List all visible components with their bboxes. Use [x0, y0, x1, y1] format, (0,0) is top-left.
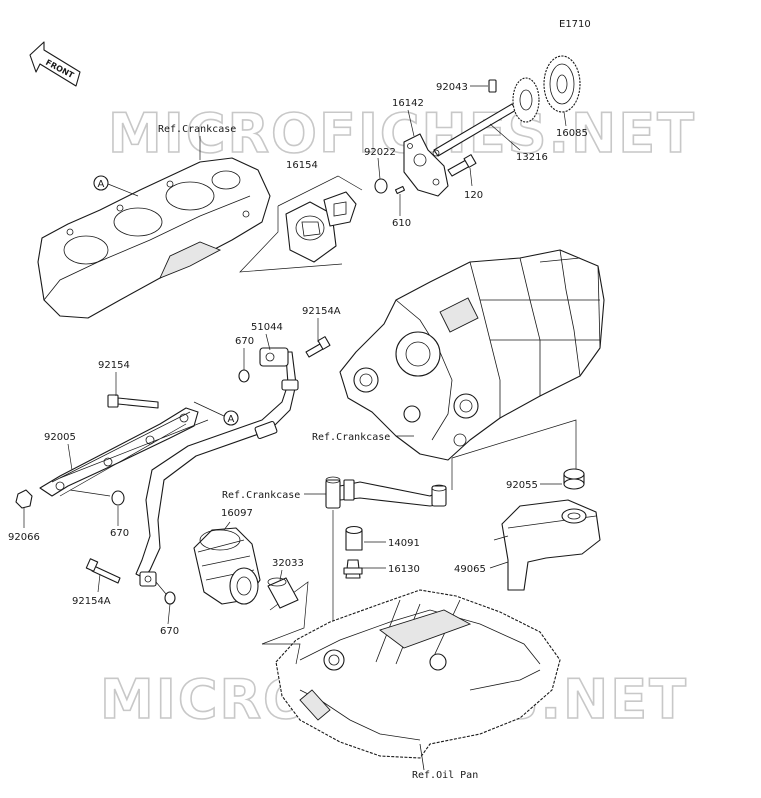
part-number-120: 120 — [464, 190, 483, 201]
leader-line — [167, 603, 171, 625]
part-number-92055: 92055 — [506, 480, 538, 491]
leader-line — [155, 581, 167, 595]
part-number-92154: 92154 — [98, 360, 130, 371]
leader-line — [69, 489, 111, 497]
cap-92055-illustration — [563, 468, 585, 490]
part-number-14091: 14091 — [388, 538, 420, 549]
pin-92043-illustration — [488, 79, 497, 93]
pipe-32033-illustration — [267, 577, 299, 609]
leader-line — [279, 569, 283, 581]
oil-hose-illustration — [135, 347, 299, 587]
diagram-code: E1710 — [559, 19, 591, 30]
svg-text:A: A — [228, 414, 235, 425]
bolt-92154-illustration — [107, 394, 159, 409]
part-number-16142: 16142 — [392, 98, 424, 109]
leader-line — [265, 333, 271, 351]
leader-line — [451, 419, 577, 490]
pin-610-illustration — [394, 185, 406, 195]
bolt-120-illustration — [447, 154, 477, 177]
part-number-16154: 16154 — [286, 160, 318, 171]
leader-line — [223, 521, 231, 531]
part-number-92043: 92043 — [436, 82, 468, 93]
svg-text:A: A — [98, 179, 105, 190]
callout-a-top: A — [93, 175, 139, 197]
part-number-670-bottom: 670 — [160, 626, 179, 637]
oil-strainer-49065-illustration — [493, 499, 601, 591]
watermark-top: MICROFICHES.NET — [108, 102, 696, 165]
part-number-610: 610 — [392, 218, 411, 229]
leader-line — [563, 111, 567, 127]
ref-crankcase-pipe: Ref.Crankcase — [222, 490, 300, 501]
oil-pump-16154-illustration — [239, 175, 363, 273]
part-number-32033: 32033 — [272, 558, 304, 569]
part-number-51044: 51044 — [251, 322, 283, 333]
o-ring-670-bottom-illustration — [164, 591, 176, 605]
o-ring-670-top-illustration — [238, 369, 250, 383]
collar-14091-illustration — [345, 525, 363, 551]
part-number-16097: 16097 — [221, 508, 253, 519]
lower-crankcase-illustration — [339, 249, 605, 461]
o-ring-670-mid-illustration — [111, 490, 125, 506]
part-number-670-mid: 670 — [110, 528, 129, 539]
bolt-92154a-bottom-illustration — [85, 558, 121, 584]
part-number-13216: 13216 — [516, 152, 548, 163]
gear-16085-illustration — [543, 55, 581, 113]
part-number-92005: 92005 — [44, 432, 76, 443]
gear-on-shaft-illustration — [512, 77, 540, 123]
oil-pan-illustration — [275, 589, 561, 771]
leader-line — [377, 157, 381, 180]
leader-line — [97, 573, 101, 593]
leader-line — [262, 643, 301, 665]
fitting-16130-illustration — [343, 559, 363, 579]
leader-line — [489, 123, 521, 151]
pump-cover-16142-illustration — [403, 133, 449, 197]
oil-pipe-assembly-illustration — [325, 476, 447, 509]
part-number-16130: 16130 — [388, 564, 420, 575]
part-number-92022: 92022 — [364, 147, 396, 158]
part-number-92154a-bottom: 92154A — [72, 596, 111, 607]
front-arrow-icon: FRONT — [29, 41, 81, 87]
nut-92066-illustration — [15, 489, 33, 509]
oil-pipe-92005-illustration — [39, 407, 209, 497]
ref-oil-pan: Ref.Oil Pan — [412, 770, 478, 781]
part-number-670-top: 670 — [235, 336, 254, 347]
ref-crankcase-mid: Ref.Crankcase — [312, 432, 390, 443]
part-number-16085: 16085 — [556, 128, 588, 139]
bolt-92154a-top-illustration — [305, 336, 331, 358]
ref-crankcase-top: Ref.Crankcase — [158, 124, 236, 135]
callout-a-mid: A — [193, 401, 239, 426]
leader-line — [489, 561, 509, 569]
leader-line — [469, 167, 473, 187]
leader-line — [67, 443, 73, 471]
part-number-49065: 49065 — [454, 564, 486, 575]
part-number-92154a-top: 92154A — [302, 306, 341, 317]
leader-line — [407, 109, 415, 137]
part-number-92066: 92066 — [8, 532, 40, 543]
upper-crankcase-illustration — [37, 157, 271, 319]
oil-filter-16097-illustration — [193, 527, 261, 605]
washer-92022-illustration — [374, 178, 388, 194]
